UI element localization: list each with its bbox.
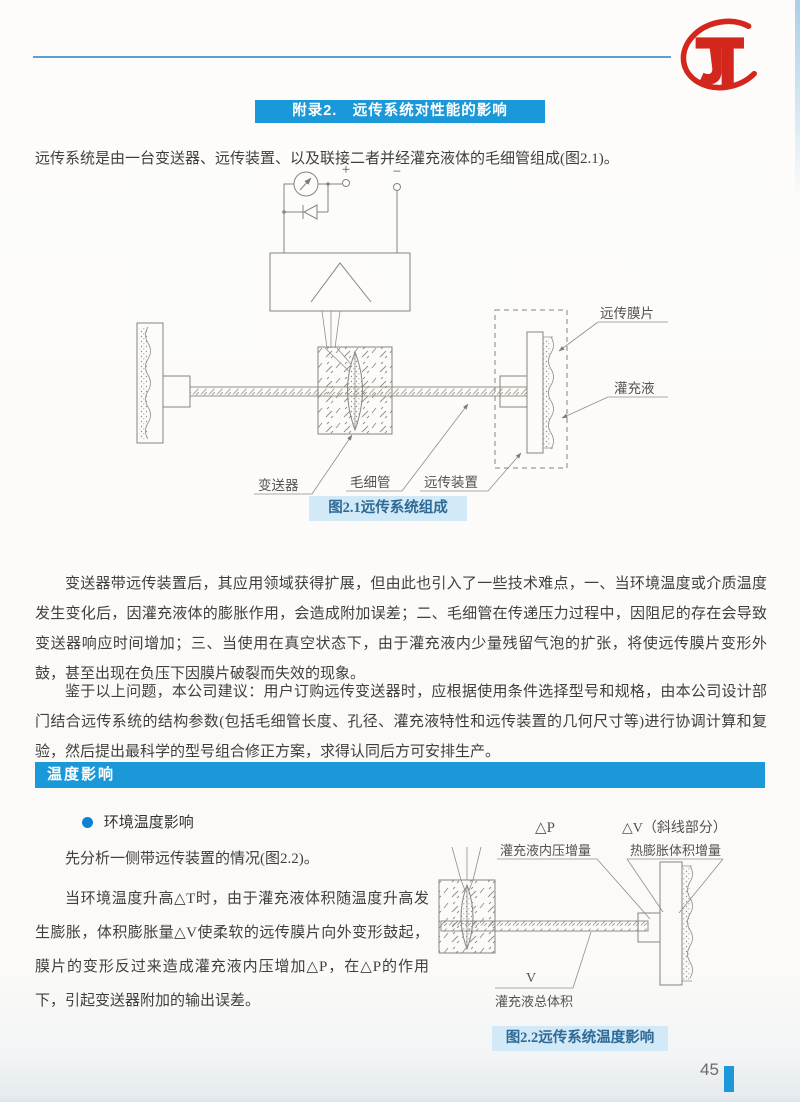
temperature-section-title: 温度影响 [47,766,116,783]
bottom-edge-band [0,1092,800,1102]
figure1-callouts: 远传膜片 灌充液 变送器 毛细管 远传装置 [254,306,668,495]
appendix-title: 附录2. 远传系统对性能的影响 [292,103,508,119]
diode-icon [302,204,318,220]
body-paragraph-2: 变送器带远传装置后，其应用领域获得扩展，但由此也引入了一些技术难点，一、当环境温… [35,576,767,682]
delta-v-label: △V（斜线部分） [622,820,727,836]
body-paragraph-3: 鉴于以上问题，本公司建议：用户订购远传变送器时，应根据使用条件选择型号和规格，由… [35,684,767,760]
figure-2-1-diagram: + − [136,162,668,495]
remote-diaphragm-label: 远传膜片 [600,306,654,321]
fig2-remote-flange [637,861,693,986]
appendix-title-bar: 附录2. 远传系统对性能的影响 [255,100,545,123]
right-remote-device [494,309,568,469]
volume-desc-label: 灌充液总体积 [495,994,573,1009]
figure-2-2-caption: 图2.2远传系统温度影响 [492,1026,668,1051]
temperature-section-bar: 温度影响 [35,762,765,788]
page-number: 45 [700,1060,719,1079]
delta-p-desc-label: 灌充液内压增量 [500,843,591,858]
figure2-callouts: △P 灌充液内压增量 △V（斜线部分） 热膨胀体积增量 V 灌充液总体积 [495,820,727,1009]
page-edge-tint [795,0,800,220]
capillary-tube [189,386,528,397]
logo-letters [695,37,744,87]
plus-terminal-label: + [342,162,350,178]
remote-device-label: 远传装置 [424,475,478,490]
env-temperature-bullet-row: 环境温度影响 [82,811,194,832]
fig2-transmitter [438,846,496,954]
volume-label: V [526,971,536,986]
temperature-paragraph-1: 先分析一侧带远传装置的情况(图2.2)。 [65,851,319,867]
transmitter-label: 变送器 [258,478,299,493]
capillary-label: 毛细管 [350,475,391,490]
left-remote-flange [136,322,191,444]
page-number-bar [724,1066,734,1098]
env-temperature-bullet-label: 环境温度影响 [103,815,194,831]
intro-paragraph: 远传系统是由一台变送器、远传装置、以及联接二者并经灌充液体的毛细管组成(图2.1… [35,151,619,167]
minus-terminal [393,183,401,191]
remote-device-dashed-box [494,309,568,469]
plus-terminal [342,179,350,187]
indicator-circuit: + − [282,162,401,253]
fig2-capillary-tube [440,920,649,932]
delta-v-desc-label: 热膨胀体积增量 [630,843,721,858]
figure-2-2-diagram: △P 灌充液内压增量 △V（斜线部分） 热膨胀体积增量 V 灌充液总体积 [438,820,727,1009]
figure-2-1-caption: 图2.1远传系统组成 [309,496,467,521]
bullet-dot-icon [82,817,93,828]
temperature-paragraph-2: 当环境温度升高△T时，由于灌充液体积随温度升高发生膨胀，体积膨胀量△V使柔软的远… [35,891,429,1009]
header-rule [33,56,671,58]
temperature-text-column: 先分析一侧带远传装置的情况(图2.2)。 当环境温度升高△T时，由于灌充液体积随… [35,842,429,1024]
jt-logo [680,18,757,91]
delta-p-label: △P [535,820,555,836]
fill-liquid-label: 灌充液 [614,381,655,396]
minus-terminal-label: − [393,164,401,180]
amplifier-block [269,252,411,349]
